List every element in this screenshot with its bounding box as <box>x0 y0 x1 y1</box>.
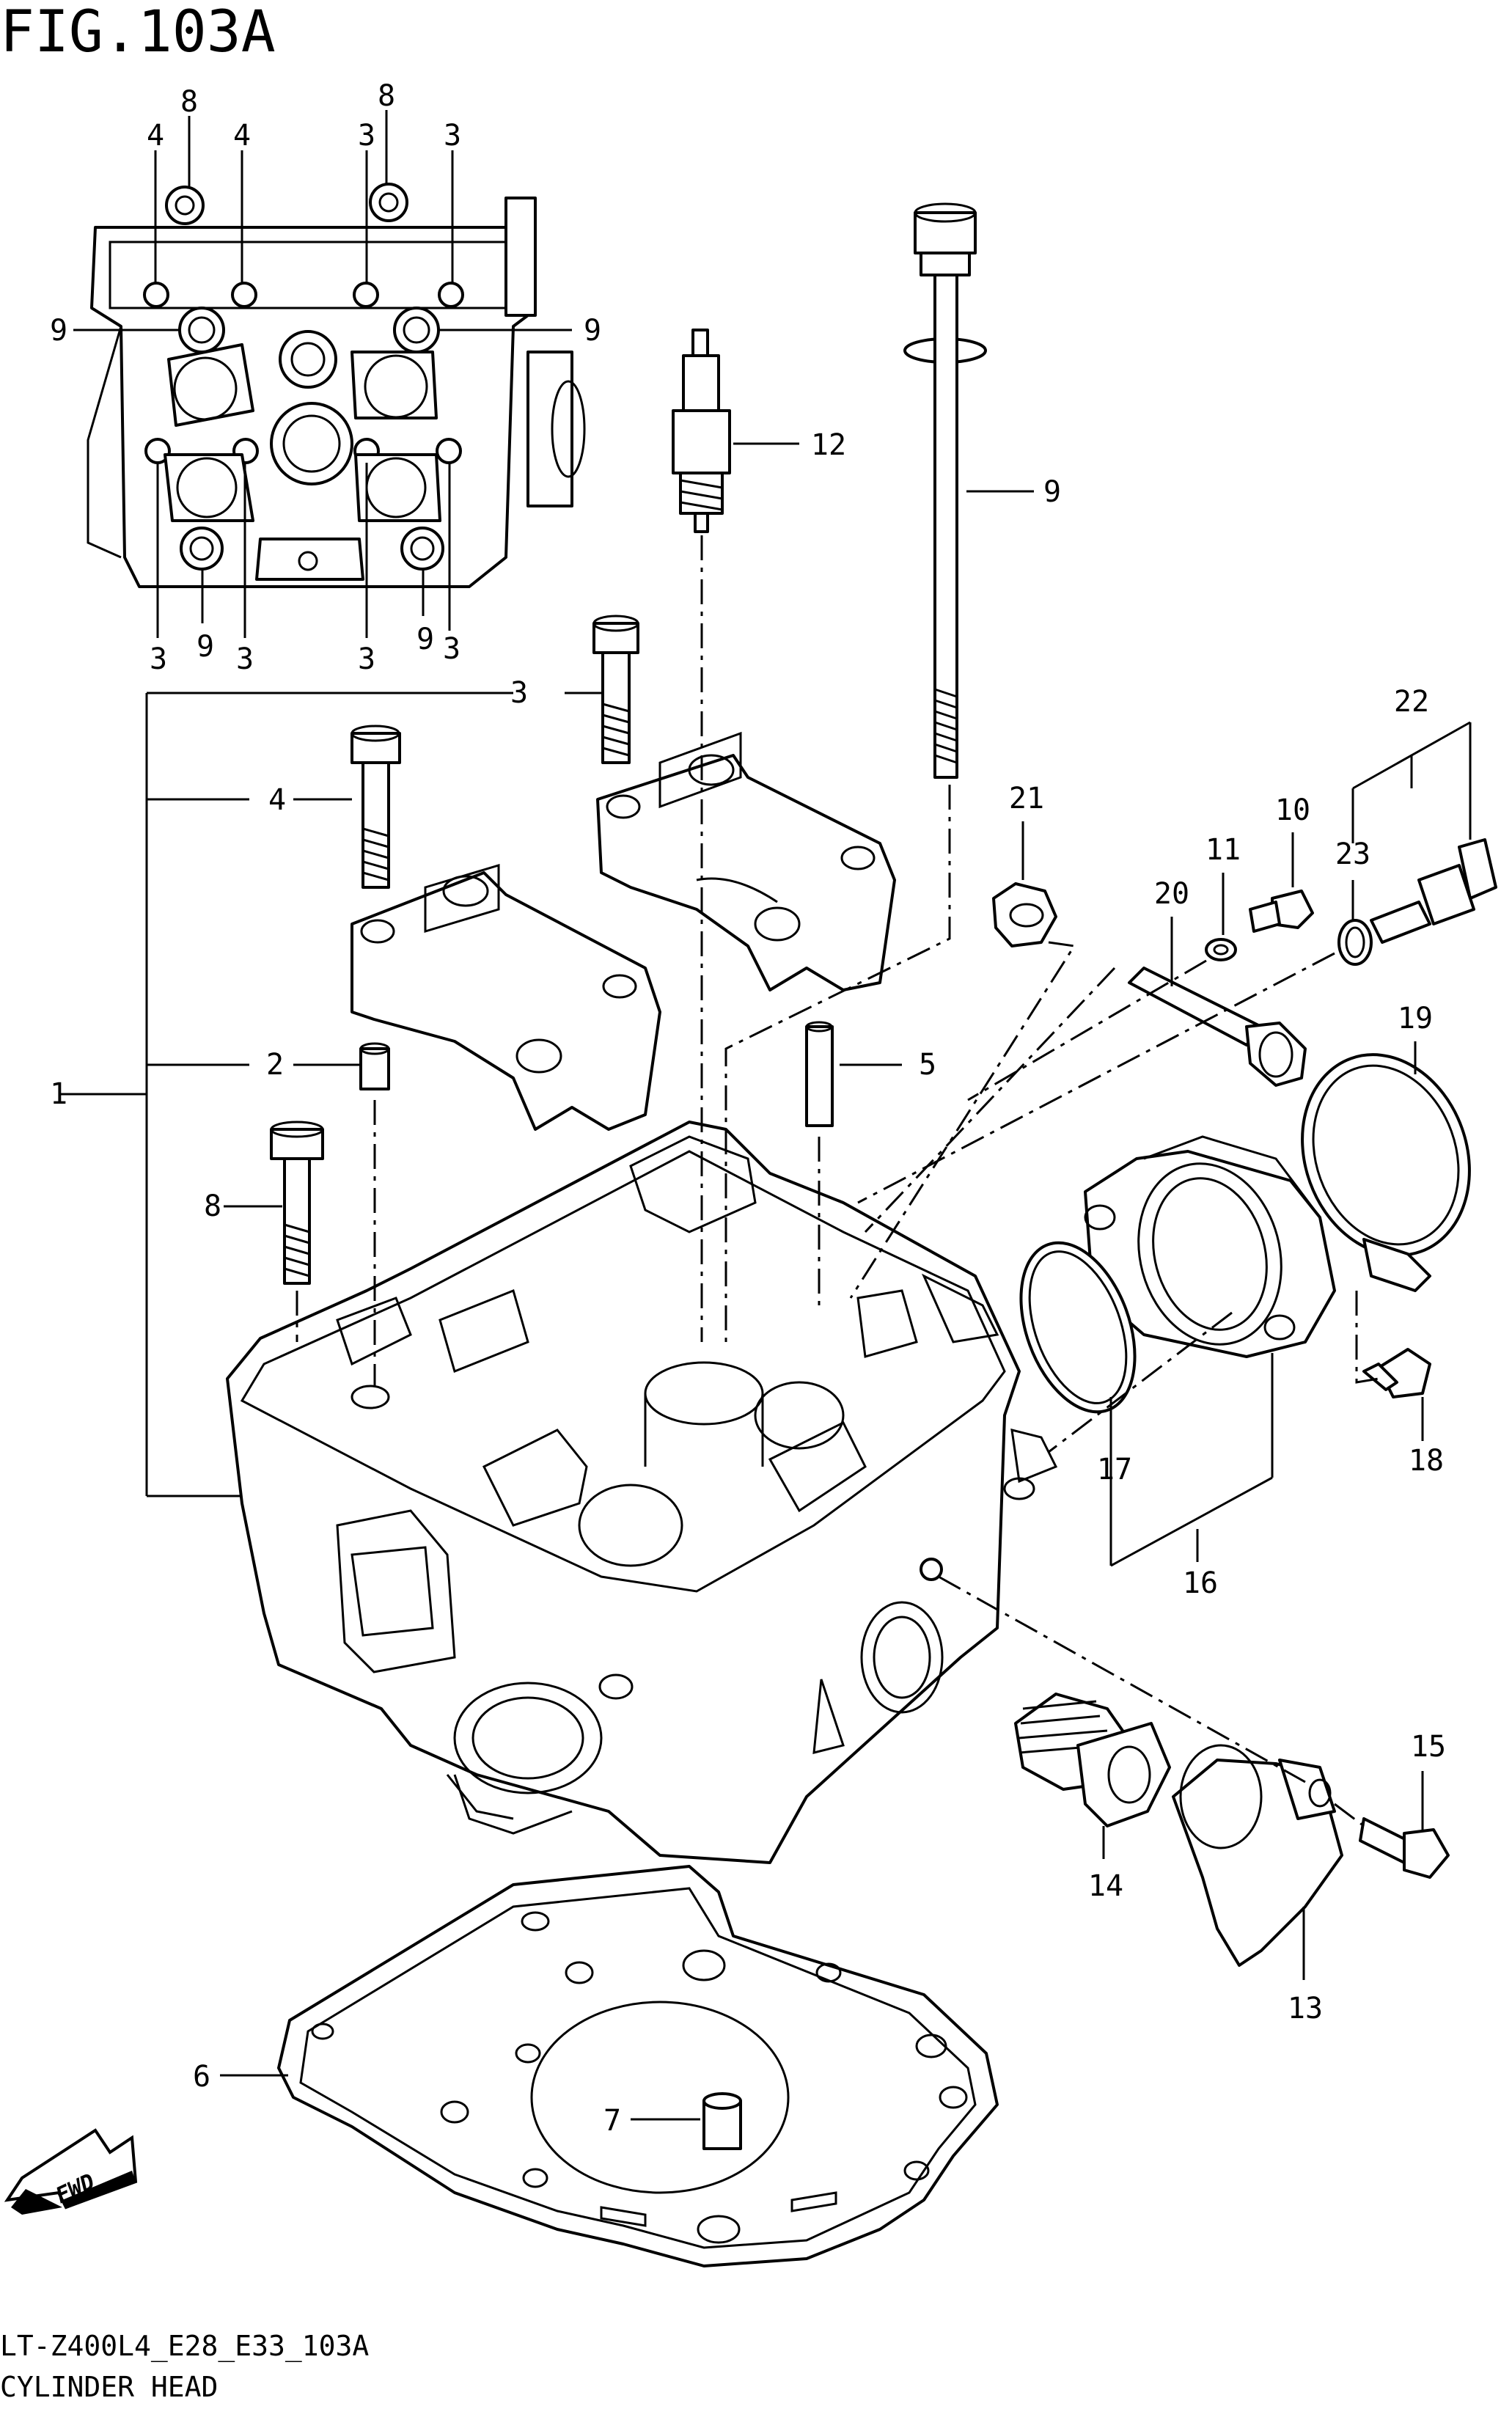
temperature-sensor-22 <box>1370 838 1497 944</box>
callout-23: 23 <box>1335 837 1370 871</box>
o-ring-23 <box>1337 919 1373 966</box>
cylinder-head-body <box>226 1121 1058 1864</box>
camshaft-holder-rear <box>596 731 896 991</box>
o-ring-17 <box>1019 1241 1137 1414</box>
fwd-arrow-icon: FWD <box>4 2128 138 2215</box>
callout-3: 3 <box>236 642 254 676</box>
callout-4: 4 <box>268 783 286 817</box>
callout-3: 3 <box>444 119 461 153</box>
figure-caption: CYLINDER HEAD <box>0 2371 218 2403</box>
callout-9: 9 <box>50 314 67 348</box>
dowel-pin-2 <box>359 1042 390 1090</box>
stud-bolt-9 <box>903 202 987 779</box>
callout-8: 8 <box>180 85 198 119</box>
dowel-pin-7 <box>702 2092 742 2150</box>
callout-3: 3 <box>150 642 167 676</box>
bolt-3 <box>592 615 639 764</box>
bolt-10 <box>1249 890 1314 933</box>
callout-18: 18 <box>1409 1444 1444 1478</box>
cylinder-head-top-view-inset <box>87 183 586 588</box>
callout-15: 15 <box>1411 1730 1446 1764</box>
washer-11 <box>1205 938 1237 961</box>
callout-12: 12 <box>811 428 846 462</box>
bolt-8 <box>270 1121 324 1285</box>
callout-9: 9 <box>197 630 214 664</box>
thermostat-cover-13 <box>1172 1744 1343 1967</box>
callout-labels: 8 8 4 4 3 3 9 9 3 9 3 3 9 3 3 4 1 2 5 8 … <box>50 79 1446 2138</box>
callout-14: 14 <box>1088 1869 1123 1903</box>
thermostat-14 <box>1014 1693 1171 1827</box>
callout-1: 1 <box>50 1077 67 1111</box>
callout-19: 19 <box>1398 1002 1433 1035</box>
callout-2: 2 <box>266 1048 284 1082</box>
intake-pipe-16 <box>1084 1135 1336 1358</box>
callout-3: 3 <box>510 676 528 710</box>
callout-10: 10 <box>1275 793 1310 827</box>
callout-17: 17 <box>1097 1453 1132 1486</box>
callout-11: 11 <box>1205 833 1241 867</box>
callout-3: 3 <box>443 632 460 666</box>
camshaft-holder-front <box>351 863 661 1131</box>
clamp-19 <box>1301 1053 1471 1292</box>
callout-5: 5 <box>919 1048 936 1082</box>
callout-20: 20 <box>1154 877 1189 911</box>
callout-13: 13 <box>1288 1992 1323 2025</box>
valve-lifter-5 <box>805 1021 834 1127</box>
callout-3: 3 <box>358 119 375 153</box>
callout-9: 9 <box>1043 475 1061 509</box>
callout-4: 4 <box>233 119 251 153</box>
bolt-4 <box>351 725 401 889</box>
callout-6: 6 <box>193 2060 210 2094</box>
callout-8: 8 <box>378 79 395 113</box>
callout-22: 22 <box>1394 685 1429 719</box>
bolt-20 <box>1128 967 1307 1087</box>
figure-title: FIG.103A <box>0 0 276 65</box>
cylinder-head-gasket-6 <box>277 1865 999 2267</box>
spark-plug-12 <box>672 329 731 533</box>
bolt-15 <box>1359 1817 1450 1879</box>
callout-16: 16 <box>1183 1566 1218 1600</box>
callout-9: 9 <box>584 314 601 348</box>
bolt-18 <box>1362 1348 1431 1398</box>
nut-21 <box>992 882 1057 947</box>
model-code: LT-Z400L4_E28_E33_103A <box>0 2330 369 2363</box>
callout-9: 9 <box>416 623 434 656</box>
callout-4: 4 <box>147 119 164 153</box>
callout-21: 21 <box>1009 782 1044 815</box>
callout-8: 8 <box>204 1189 221 1223</box>
callout-3: 3 <box>358 642 375 676</box>
callout-7: 7 <box>603 2104 621 2138</box>
